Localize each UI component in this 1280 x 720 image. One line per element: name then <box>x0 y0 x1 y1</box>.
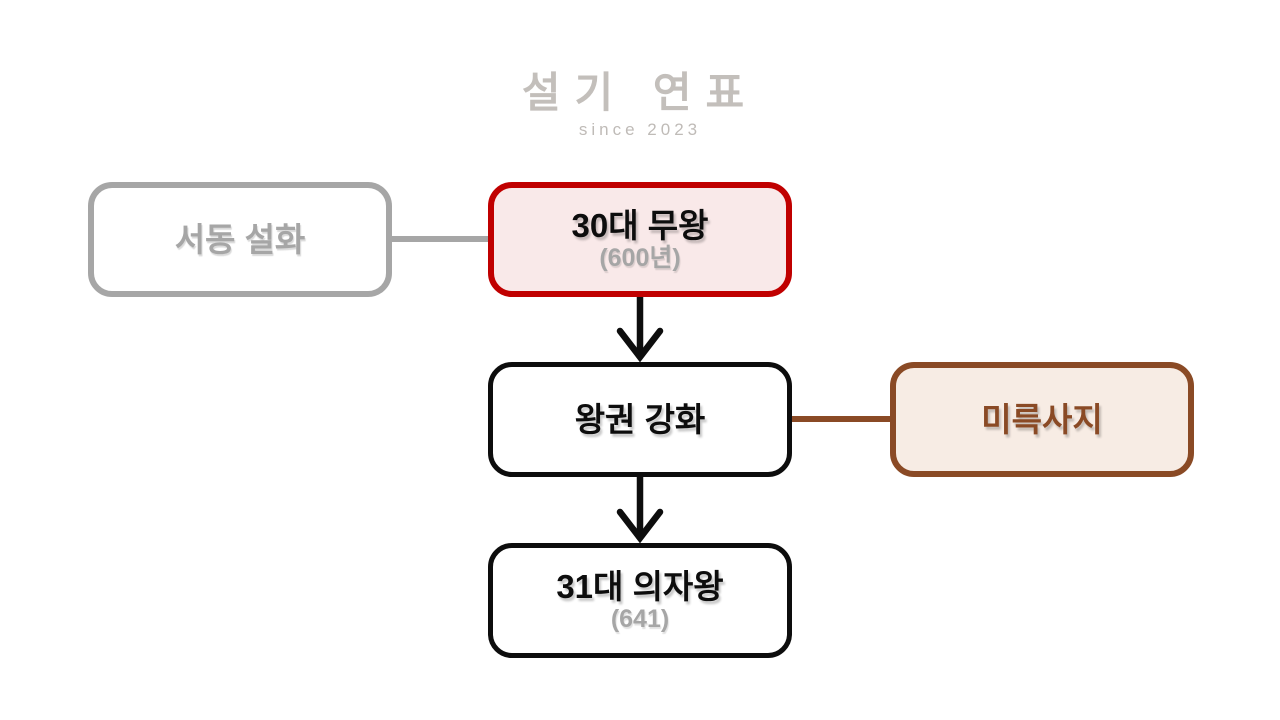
arrow-muwang-to-wanggwon <box>616 296 664 363</box>
watermark: 설기 연표 since 2023 <box>0 72 1280 140</box>
node-label: 미륵사지 <box>981 400 1103 438</box>
node-label: 서동 설화 <box>174 220 306 258</box>
node-label: 30대 무왕 <box>571 206 709 244</box>
connector-wanggwon-mireuksaji <box>790 416 892 422</box>
node-sublabel: (600년) <box>599 243 681 272</box>
node-seodong-seolhwa: 서동 설화 <box>88 182 392 297</box>
node-mireuksaji: 미륵사지 <box>890 362 1194 477</box>
node-muwang: 30대 무왕 (600년) <box>488 182 792 297</box>
node-label: 31대 의자왕 <box>556 567 724 605</box>
node-label: 왕권 강화 <box>574 400 706 438</box>
connector-seodong-muwang <box>390 236 490 242</box>
node-wanggwon-ganghwa: 왕권 강화 <box>488 362 792 477</box>
node-sublabel: (641) <box>610 604 670 633</box>
watermark-subtitle: since 2023 <box>578 120 702 139</box>
node-uijawang: 31대 의자왕 (641) <box>488 543 792 658</box>
watermark-title: 설기 연표 <box>521 69 759 116</box>
arrow-wanggwon-to-uijawang <box>616 476 664 544</box>
